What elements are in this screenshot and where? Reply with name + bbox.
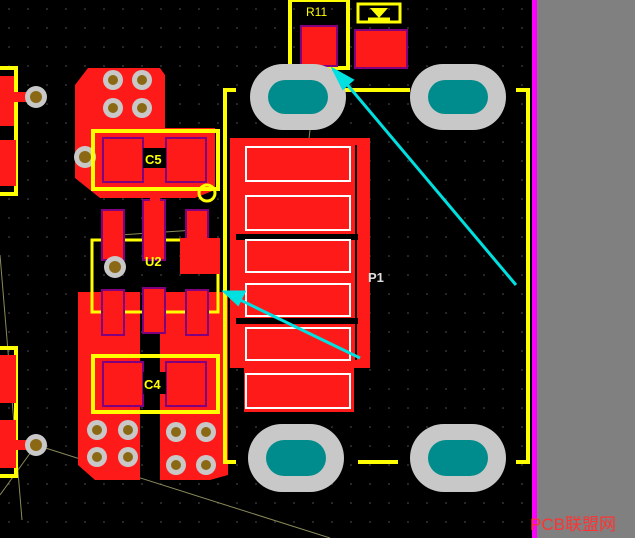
component-c4[interactable]: C4 <box>91 354 220 414</box>
annotation-arrows <box>221 66 518 360</box>
vias-top-group[interactable] <box>74 70 152 168</box>
r11-designator: R11 <box>306 5 327 19</box>
watermark-text: PCB联盟网 <box>530 515 616 534</box>
u2-designator: U2 <box>145 254 162 269</box>
left-edge-components[interactable] <box>0 66 47 478</box>
vias-bottom-group[interactable] <box>87 420 216 475</box>
c5-designator: C5 <box>145 152 162 167</box>
board-body-right <box>537 0 635 538</box>
component-c5[interactable]: C5 <box>91 129 220 203</box>
c4-designator: C4 <box>144 377 161 392</box>
component-u2[interactable]: U2 <box>90 195 220 336</box>
p1-designator: P1 <box>368 270 384 285</box>
component-led[interactable] <box>354 2 408 69</box>
board-edge-line <box>532 0 537 538</box>
